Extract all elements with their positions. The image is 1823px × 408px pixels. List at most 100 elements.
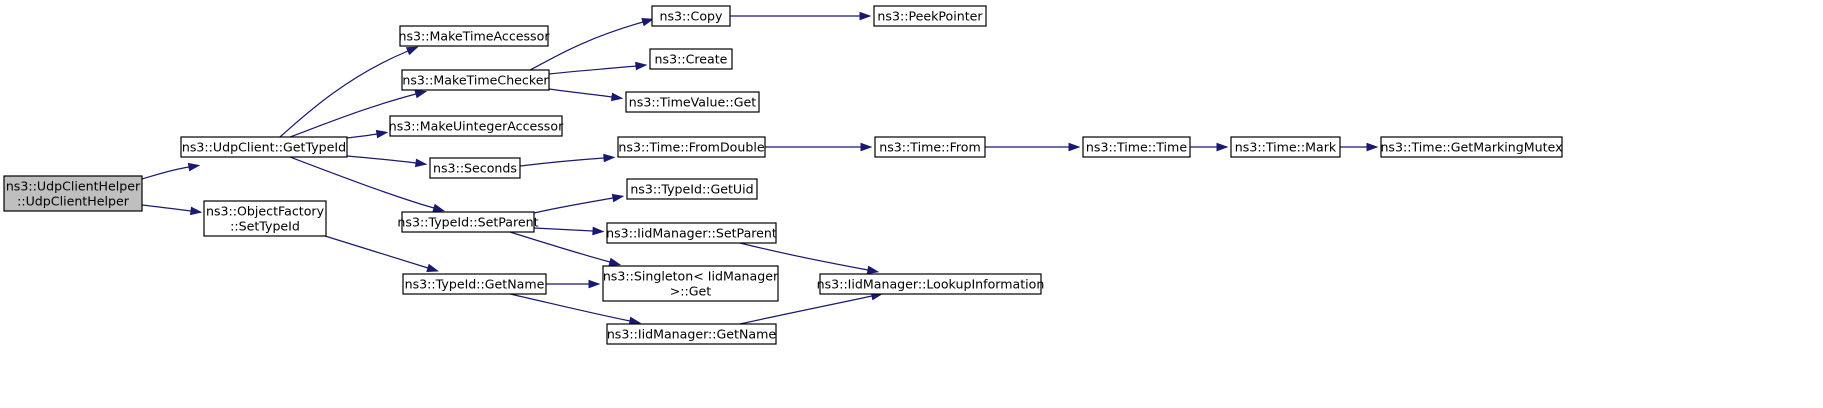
node-box bbox=[651, 5, 731, 27]
arrowhead bbox=[860, 142, 873, 152]
node-label: ns3::Singleton< IidManager bbox=[603, 269, 779, 284]
node-root: ns3::UdpClientHelper::UdpClientHelper bbox=[3, 175, 143, 212]
node-timevalue-get[interactable]: ns3::TimeValue::Get bbox=[625, 91, 760, 113]
edge-time_time-to-time_mark bbox=[1189, 142, 1229, 152]
arrowhead bbox=[1216, 142, 1229, 152]
node-iidmanager-setparent[interactable]: ns3::IidManager::SetParent bbox=[606, 222, 777, 244]
node-label: ns3::MakeTimeAccessor bbox=[398, 29, 550, 44]
node-create[interactable]: ns3::Create bbox=[649, 48, 733, 70]
node-time-mark[interactable]: ns3::Time::Mark bbox=[1230, 136, 1341, 158]
node-box bbox=[429, 157, 521, 179]
node-label: ns3::Time::Time bbox=[1086, 140, 1187, 155]
edge-maketimechecker-to-timevalue_get bbox=[548, 88, 624, 102]
node-box bbox=[626, 178, 758, 200]
arrowhead bbox=[611, 193, 625, 203]
node-peekpointer[interactable]: ns3::PeekPointer bbox=[873, 5, 987, 27]
node-label: ns3::TypeId::GetUid bbox=[630, 182, 753, 197]
edge-maketimechecker-to-copy bbox=[529, 17, 655, 71]
node-makeuintegeraccessor[interactable]: ns3::MakeUintegerAccessor bbox=[389, 115, 564, 137]
node-label: ns3::IidManager::LookupInformation bbox=[817, 277, 1045, 292]
call-graph-edges bbox=[141, 11, 1379, 326]
node-label: ns3::Copy bbox=[660, 9, 724, 24]
node-box bbox=[389, 115, 563, 137]
arrowhead bbox=[405, 46, 419, 56]
edge-time_fromdouble-to-time_from bbox=[764, 142, 873, 152]
edge-maketimechecker-to-create bbox=[548, 61, 648, 75]
node-label: ::SetTypeId bbox=[230, 219, 300, 234]
node-label: ns3::TimeValue::Get bbox=[629, 95, 756, 110]
edge-root-to-udpclient_gettypeid bbox=[141, 162, 201, 180]
arrowhead bbox=[603, 153, 616, 163]
arrowhead bbox=[1366, 142, 1379, 152]
edge-root-to-objectfactory_settypeid bbox=[141, 204, 203, 216]
node-box bbox=[401, 211, 535, 233]
node-box bbox=[180, 136, 348, 158]
node-box bbox=[625, 91, 760, 113]
arrowhead bbox=[859, 11, 872, 21]
node-label: ns3::ObjectFactory bbox=[206, 204, 325, 219]
node-seconds[interactable]: ns3::Seconds bbox=[429, 157, 521, 179]
node-iidmanager-getname[interactable]: ns3::IidManager::GetName bbox=[606, 323, 777, 345]
arrowhead bbox=[187, 162, 201, 172]
node-box bbox=[606, 323, 777, 345]
node-box bbox=[401, 69, 550, 91]
arrowhead bbox=[592, 226, 605, 236]
edge-udpclient_gettypeid-to-typeid_setparent bbox=[289, 156, 446, 213]
node-objectfactory-settypeid[interactable]: ns3::ObjectFactory::SetTypeId bbox=[203, 200, 327, 237]
edge-time_from-to-time_time bbox=[984, 142, 1081, 152]
node-box bbox=[1380, 136, 1563, 158]
edge-udpclient_gettypeid-to-maketimeaccessor bbox=[279, 46, 419, 138]
edge-typeid_setparent-to-typeid_getuid bbox=[533, 193, 625, 214]
node-box bbox=[819, 273, 1042, 295]
arrowhead bbox=[414, 158, 428, 168]
edge-typeid_setparent-to-iidmanager_setparent bbox=[533, 226, 605, 236]
node-label: ns3::Time::FromDouble bbox=[618, 140, 764, 155]
node-time-time[interactable]: ns3::Time::Time bbox=[1082, 136, 1191, 158]
call-graph-nodes: ns3::UdpClientHelper::UdpClientHelperns3… bbox=[3, 5, 1563, 345]
node-label: ns3::UdpClient::GetTypeId bbox=[182, 140, 346, 155]
node-typeid-getname[interactable]: ns3::TypeId::GetName bbox=[402, 273, 547, 295]
node-maketimechecker[interactable]: ns3::MakeTimeChecker bbox=[401, 69, 550, 91]
edge-udpclient_gettypeid-to-maketimechecker bbox=[289, 89, 428, 138]
node-label: ns3::PeekPointer bbox=[877, 9, 983, 24]
arrowhead bbox=[641, 17, 655, 27]
node-time-getmarkingmutex[interactable]: ns3::Time::GetMarkingMutex bbox=[1380, 136, 1563, 158]
node-label: ns3::MakeTimeChecker bbox=[402, 73, 549, 88]
arrowhead bbox=[588, 279, 601, 289]
node-iidmanager-lookupinformation[interactable]: ns3::IidManager::LookupInformation bbox=[817, 273, 1045, 295]
node-box bbox=[1230, 136, 1341, 158]
node-box bbox=[617, 136, 766, 158]
node-label: ns3::Seconds bbox=[433, 161, 517, 176]
node-maketimeaccessor[interactable]: ns3::MakeTimeAccessor bbox=[398, 25, 550, 47]
node-label: ns3::UdpClientHelper bbox=[6, 179, 141, 194]
node-label: ns3::IidManager::SetParent bbox=[606, 226, 777, 241]
node-box bbox=[606, 222, 777, 244]
node-box bbox=[1082, 136, 1191, 158]
arrowhead bbox=[426, 263, 439, 272]
node-typeid-getuid[interactable]: ns3::TypeId::GetUid bbox=[626, 178, 758, 200]
node-label: ns3::Time::Mark bbox=[1235, 140, 1337, 155]
edge-objectfactory_settypeid-to-typeid_getname bbox=[324, 235, 439, 272]
node-udpclient-gettypeid[interactable]: ns3::UdpClient::GetTypeId bbox=[180, 136, 348, 158]
edge-typeid_setparent-to-singleton_get bbox=[509, 231, 622, 267]
arrowhead bbox=[189, 206, 203, 216]
node-box bbox=[402, 273, 547, 295]
node-typeid-setparent[interactable]: ns3::TypeId::SetParent bbox=[397, 211, 539, 233]
node-label: ns3::IidManager::GetName bbox=[607, 327, 777, 342]
node-time-from[interactable]: ns3::Time::From bbox=[874, 136, 986, 158]
edge-typeid_getname-to-singleton_get bbox=[546, 279, 601, 289]
node-time-fromdouble[interactable]: ns3::Time::FromDouble bbox=[617, 136, 766, 158]
node-singleton-get[interactable]: ns3::Singleton< IidManager>::Get bbox=[602, 265, 779, 302]
arrowhead bbox=[432, 203, 446, 213]
node-box bbox=[203, 200, 327, 237]
arrowhead bbox=[608, 257, 622, 267]
node-copy[interactable]: ns3::Copy bbox=[651, 5, 731, 27]
node-label: ns3::Time::GetMarkingMutex bbox=[1380, 140, 1563, 155]
arrowhead bbox=[1068, 142, 1081, 152]
arrowhead bbox=[635, 61, 648, 71]
node-box bbox=[873, 5, 987, 27]
edge-udpclient_gettypeid-to-seconds bbox=[346, 155, 428, 168]
node-label: ns3::Time::From bbox=[879, 140, 981, 155]
node-box bbox=[649, 48, 733, 70]
